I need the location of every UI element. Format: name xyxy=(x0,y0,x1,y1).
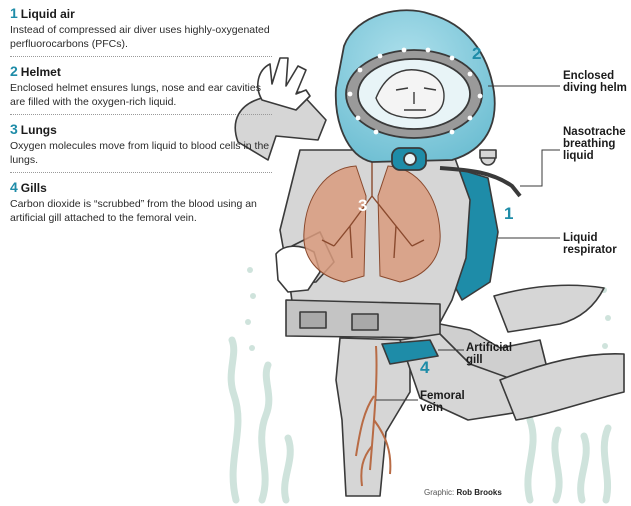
graphic-credit: Graphic: Rob Brooks xyxy=(424,488,502,497)
step-number: 2 xyxy=(10,63,18,79)
breathing-hose xyxy=(439,166,522,198)
step-title: Liquid air xyxy=(20,7,75,21)
step-title: Helmet xyxy=(20,65,61,79)
step-number: 1 xyxy=(10,5,18,21)
step-title: Gills xyxy=(20,181,47,195)
marker-1: 1 xyxy=(504,204,514,223)
step-description: Oxygen molecules move from liquid to blo… xyxy=(10,140,270,166)
marker-3: 3 xyxy=(358,196,368,215)
label-liquid-respirator: Liquid respirator xyxy=(563,232,617,256)
label-nasotracheal-liquid: Nasotrache breathing liquid xyxy=(563,126,626,162)
bubbles xyxy=(245,267,611,351)
marker-2: 2 xyxy=(472,44,482,63)
step-number: 3 xyxy=(10,121,18,137)
marker-4: 4 xyxy=(420,358,430,377)
step-description: Carbon dioxide is “scrubbed” from the bl… xyxy=(10,198,257,224)
step-description: Instead of compressed air diver uses hig… xyxy=(10,24,270,50)
diving-helmet xyxy=(334,9,496,171)
raised-arm xyxy=(234,91,327,161)
seaweed xyxy=(227,336,612,504)
step-title: Lungs xyxy=(20,123,57,137)
lower-fin xyxy=(499,352,625,421)
callout-lines xyxy=(376,85,560,401)
helmet-bolts xyxy=(347,47,483,135)
artificial-gill xyxy=(381,339,439,365)
label-artificial-gill: Artificial gill xyxy=(466,342,513,366)
step-description: Enclosed helmet ensures lungs, nose and … xyxy=(10,82,261,108)
step-number: 4 xyxy=(10,179,18,195)
label-femoral-vein: Femoral vein xyxy=(420,390,465,414)
upper-fin xyxy=(493,284,605,333)
raised-hand xyxy=(257,57,311,111)
label-diving-helmet: Enclosed diving helm xyxy=(563,70,627,94)
femoral-vein xyxy=(355,345,392,487)
lungs xyxy=(303,150,441,283)
